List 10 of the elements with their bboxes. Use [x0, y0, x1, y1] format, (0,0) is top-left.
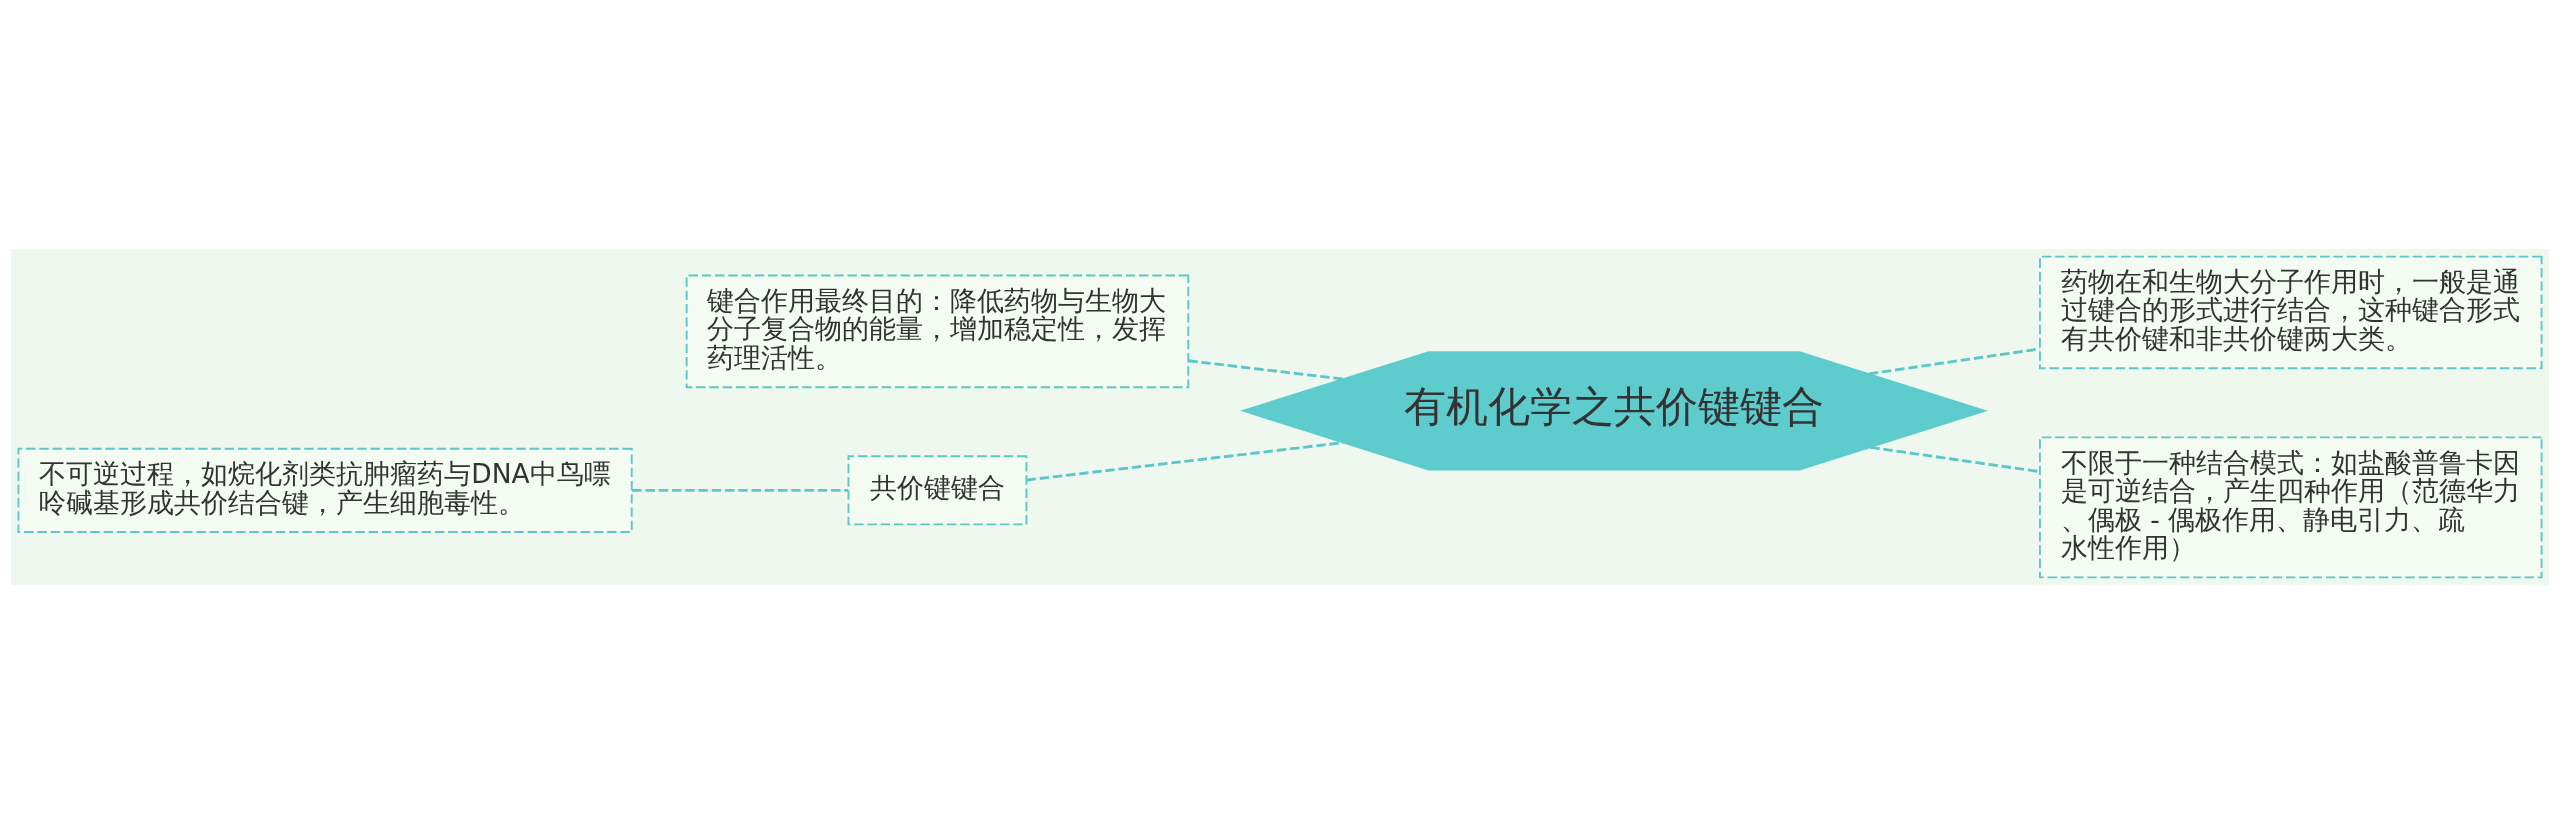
node-box: 共价键键合 — [847, 454, 1028, 525]
node-box: 不可逆过程，如烷化剂类抗肿瘤药与DNA中鸟嘌呤碱基形成共价结合键，产生细胞毒性。 — [17, 447, 633, 533]
connector — [1868, 346, 2040, 375]
node-box: 不限于一种结合模式：如盐酸普鲁卡因是可逆结合，产生四种作用（范德华力、偶极 - 偶极作用、静电引力、疏水性作用） — [2039, 435, 2543, 578]
connector — [1026, 440, 1344, 481]
connector — [632, 488, 849, 492]
node-box: 键合作用最终目的：降低药物与生物大分子复合物的能量，增加稳定性，发挥药理活性。 — [685, 274, 1190, 388]
connector — [1188, 358, 1344, 380]
connector — [1870, 445, 2040, 473]
node-box: 药物在和生物大分子作用时，一般是通过键合的形式进行结合，这种键合形式有共价键和非共价键两大类。 — [2039, 255, 2543, 369]
